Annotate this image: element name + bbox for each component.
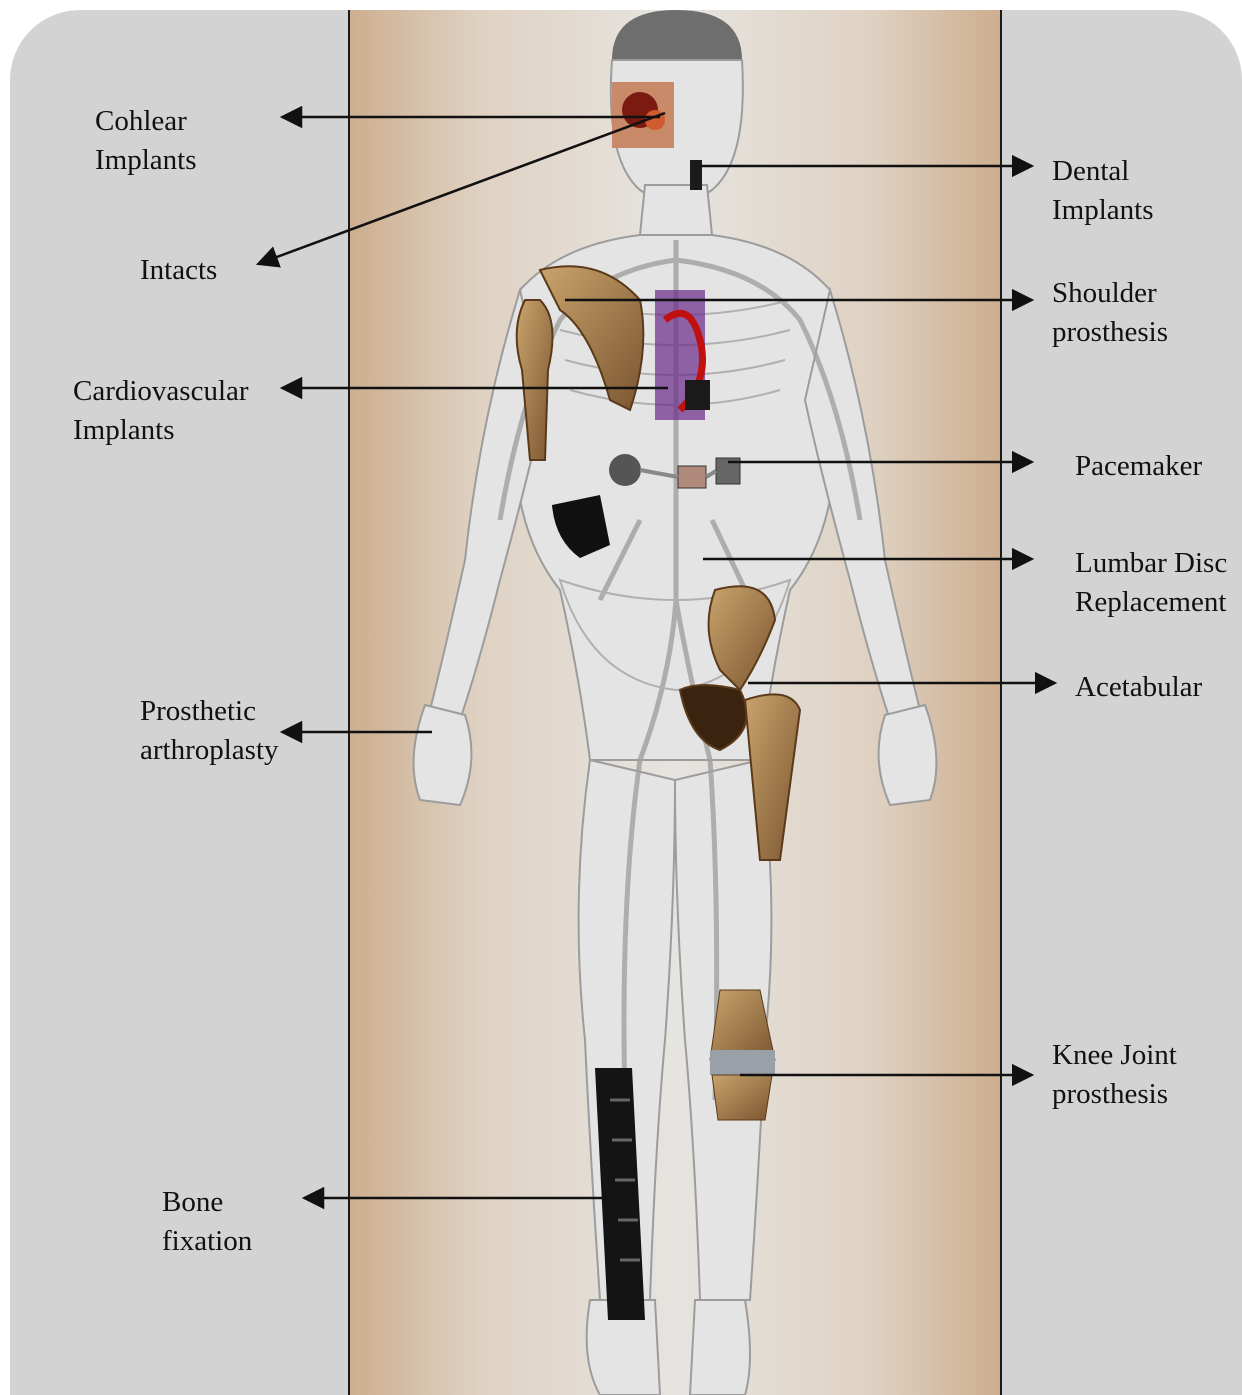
label-cardiovascular-implants: Cardiovascular Implants bbox=[73, 372, 249, 450]
label-intacts: Intacts bbox=[140, 251, 217, 290]
cardiovascular-implant-image bbox=[655, 290, 710, 420]
label-pacemaker: Pacemaker bbox=[1075, 447, 1202, 486]
neck bbox=[640, 185, 712, 235]
label-acetabular: Acetabular bbox=[1075, 668, 1202, 707]
label-prosthetic-arthroplasty: Prosthetic arthroplasty bbox=[140, 692, 279, 770]
label-shoulder-prosthesis: Shoulder prosthesis bbox=[1052, 274, 1168, 352]
label-knee-joint-prosthesis: Knee Joint prosthesis bbox=[1052, 1036, 1177, 1114]
cochlear-implant-image bbox=[612, 82, 674, 148]
label-dental-implants: Dental Implants bbox=[1052, 152, 1154, 230]
left-hand bbox=[414, 705, 472, 805]
body-silhouette bbox=[414, 10, 937, 1395]
dental-implant-image bbox=[690, 160, 702, 190]
label-cochlear-implants: Cohlear Implants bbox=[95, 102, 197, 180]
right-hand bbox=[879, 705, 937, 805]
label-lumbar-disc-replacement: Lumbar Disc Replacement bbox=[1075, 544, 1227, 622]
label-bone-fixation: Bone fixation bbox=[162, 1183, 252, 1261]
